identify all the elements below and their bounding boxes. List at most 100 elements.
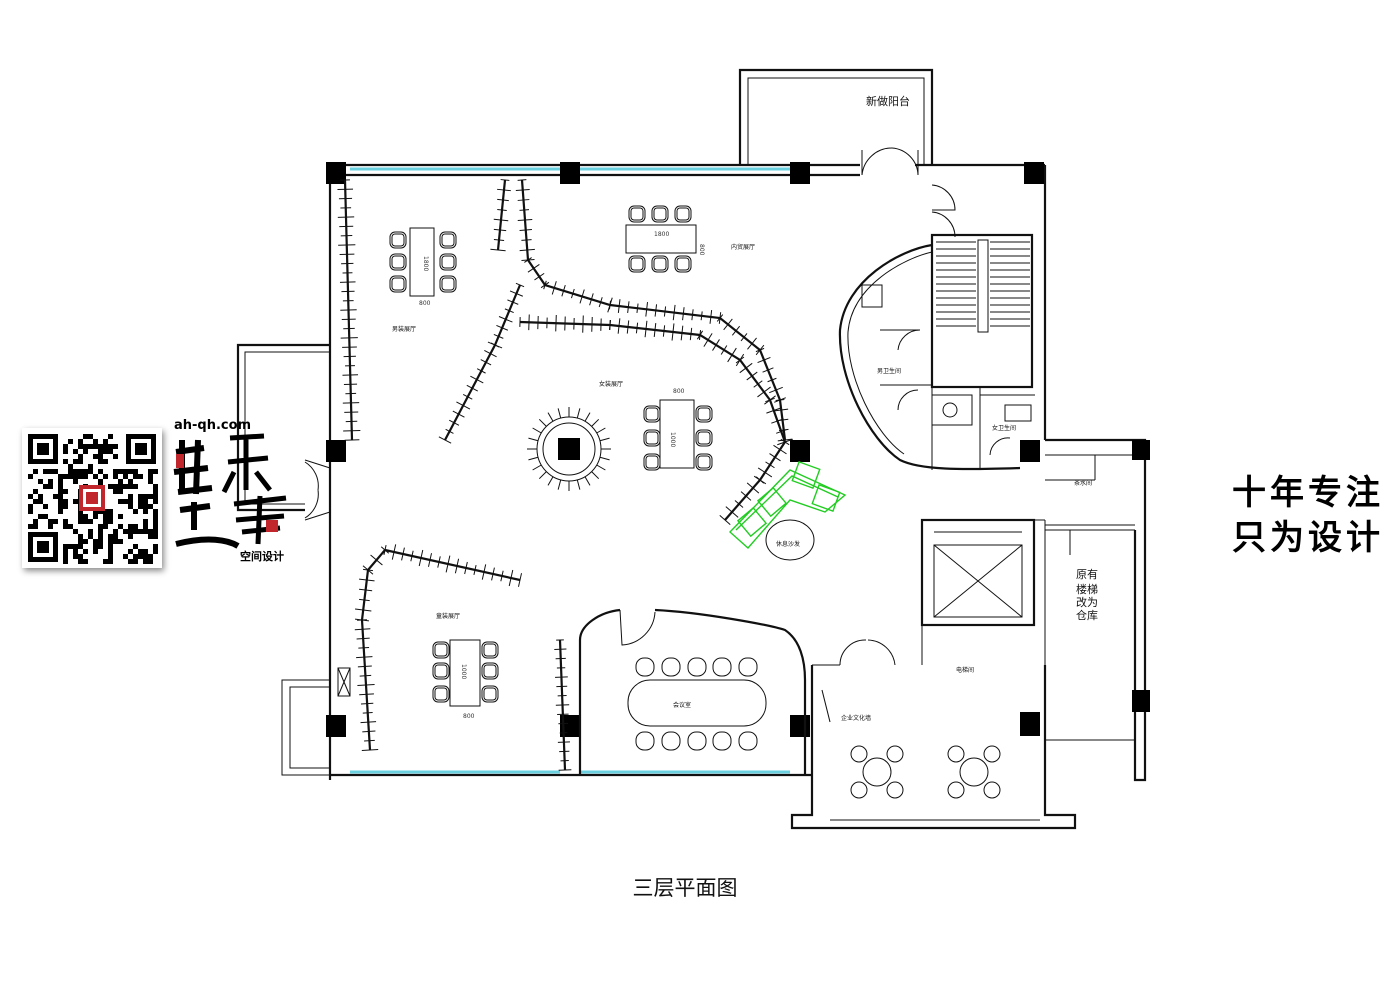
qr-module bbox=[78, 459, 83, 464]
qr-module bbox=[83, 549, 88, 554]
round-rack-hanger bbox=[528, 456, 539, 461]
qr-module bbox=[38, 514, 43, 519]
rack-hanger bbox=[359, 598, 370, 602]
dim-kids-length: 1000 bbox=[460, 664, 467, 679]
rack-hanger bbox=[359, 693, 374, 696]
qr-module bbox=[83, 434, 88, 439]
qr-module bbox=[98, 444, 103, 449]
qr-module bbox=[58, 494, 63, 499]
qr-module bbox=[113, 454, 118, 459]
storage-line-1: 原有 bbox=[1076, 567, 1098, 581]
rack-hanger bbox=[700, 311, 703, 321]
qr-module bbox=[138, 529, 143, 534]
qr-module bbox=[103, 509, 108, 514]
rack-hanger bbox=[608, 320, 612, 330]
dim-womens-length: 1000 bbox=[669, 432, 676, 447]
qr-module bbox=[73, 499, 78, 504]
round-rack-hanger bbox=[596, 427, 606, 434]
rack-hanger bbox=[515, 282, 525, 288]
stairwell bbox=[930, 233, 1034, 470]
rack-hanger bbox=[716, 314, 724, 322]
qr-module bbox=[98, 454, 103, 459]
qr-module bbox=[123, 554, 128, 559]
round-rack-hanger bbox=[591, 418, 600, 427]
rack-hanger bbox=[357, 665, 372, 668]
qr-module bbox=[103, 514, 108, 519]
rack-hanger bbox=[775, 398, 785, 402]
rack-hanger bbox=[561, 284, 566, 297]
qr-module bbox=[93, 539, 98, 544]
round-rack-hanger bbox=[538, 471, 547, 480]
rack-hanger bbox=[517, 573, 523, 587]
rack-hanger bbox=[452, 410, 465, 418]
rack-hanger bbox=[663, 306, 667, 317]
qr-module bbox=[73, 479, 78, 484]
label-meeting-room: 会议室 bbox=[673, 701, 691, 709]
qr-module bbox=[78, 559, 83, 564]
rack-hanger bbox=[636, 303, 639, 314]
qr-module bbox=[153, 484, 158, 489]
qr-module bbox=[123, 469, 128, 474]
rack-hanger bbox=[493, 333, 504, 339]
chair-seat bbox=[676, 207, 690, 221]
qr-module bbox=[118, 484, 123, 489]
qr-module bbox=[93, 439, 98, 444]
qr-module bbox=[113, 489, 118, 494]
chair-seat bbox=[697, 455, 711, 469]
qr-module bbox=[88, 444, 93, 449]
dim-mens-width: 800 bbox=[419, 300, 431, 307]
chair-seat bbox=[391, 233, 405, 247]
round-rack-hanger bbox=[532, 464, 542, 471]
rack-hanger bbox=[534, 272, 545, 281]
qr-module bbox=[68, 464, 73, 469]
rack-hanger bbox=[762, 367, 774, 373]
lounge-chair bbox=[850, 781, 868, 799]
qr-module bbox=[78, 519, 83, 524]
rack-hanger bbox=[617, 299, 621, 314]
rack-hanger bbox=[361, 748, 379, 752]
rack-hanger bbox=[524, 257, 532, 263]
toilets bbox=[838, 243, 1035, 471]
rack-hanger bbox=[498, 316, 513, 323]
rack-hanger bbox=[753, 380, 763, 388]
qr-module bbox=[103, 559, 108, 564]
rack-hanger bbox=[527, 264, 540, 273]
rack-hanger bbox=[438, 436, 452, 444]
qr-module bbox=[143, 494, 148, 499]
qr-module bbox=[128, 529, 133, 534]
rack-hanger bbox=[521, 239, 532, 241]
qr-module bbox=[103, 449, 108, 454]
qr-module bbox=[73, 529, 78, 534]
qr-module bbox=[143, 554, 148, 559]
rack-hanger bbox=[780, 438, 790, 446]
rack-hanger bbox=[449, 419, 460, 426]
rack-hanger bbox=[497, 209, 507, 211]
qr-module bbox=[58, 479, 63, 484]
qr-module bbox=[98, 544, 103, 549]
qr-module bbox=[73, 544, 78, 549]
rack-hanger bbox=[555, 704, 570, 706]
rack-hanger bbox=[627, 301, 630, 314]
rack-hanger bbox=[462, 393, 473, 400]
meeting-chair bbox=[687, 657, 707, 677]
qr-module bbox=[78, 474, 83, 479]
rack-hanger bbox=[354, 628, 371, 631]
round-rack-hanger bbox=[547, 412, 554, 422]
label-culture-wall: 企业文化墙 bbox=[841, 714, 871, 722]
qr-module bbox=[68, 474, 73, 479]
rack-hanger bbox=[746, 371, 758, 381]
chair-seat bbox=[483, 664, 497, 678]
rack-hanger bbox=[689, 327, 693, 341]
rack-hanger bbox=[747, 337, 757, 350]
meeting-chair bbox=[712, 731, 732, 751]
rack-hanger bbox=[551, 281, 557, 295]
qr-module bbox=[28, 524, 33, 529]
rack-hanger bbox=[490, 342, 500, 348]
chair-seat bbox=[697, 431, 711, 445]
round-rack-hanger bbox=[591, 471, 600, 480]
qr-module bbox=[43, 469, 48, 474]
qr-module bbox=[133, 474, 138, 479]
chair-seat bbox=[653, 257, 667, 271]
qr-module bbox=[83, 469, 88, 474]
rack-hanger bbox=[589, 293, 594, 306]
